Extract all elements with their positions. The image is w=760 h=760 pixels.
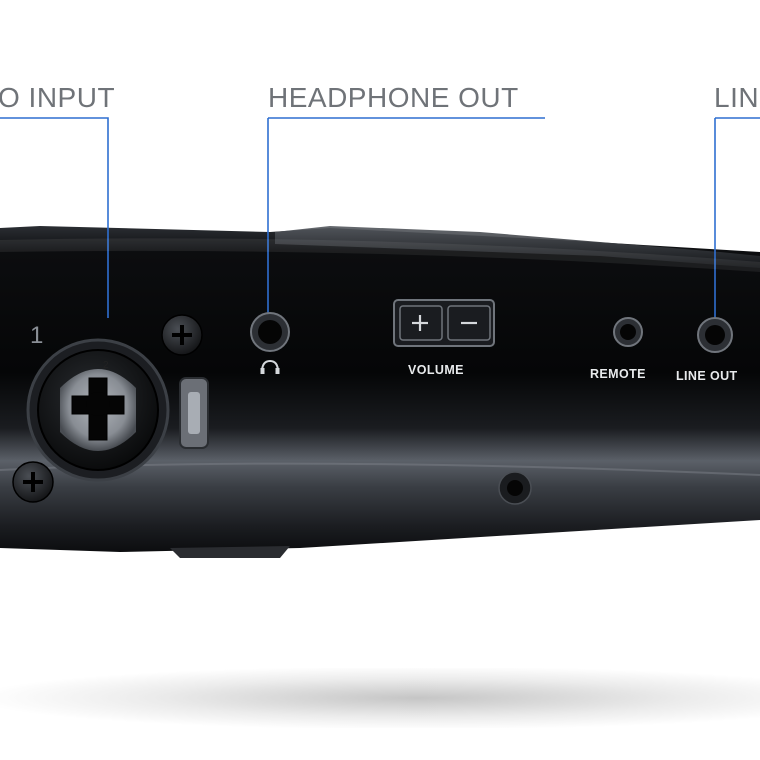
headphone-icon (260, 359, 280, 374)
remote-jack[interactable] (613, 317, 643, 347)
headphone-out-jack[interactable] (250, 312, 290, 352)
line-out-label: LINE OUT (676, 369, 738, 383)
top-ridge (275, 226, 760, 268)
strap-hole (498, 471, 532, 505)
remote-label: REMOTE (590, 367, 646, 381)
line-out-jack[interactable] (697, 317, 733, 353)
device-body (0, 226, 760, 552)
channel-number: 1 (30, 322, 43, 349)
callout-lines (0, 117, 760, 322)
combo-input-jack[interactable]: 2 (26, 338, 170, 482)
pin-number: 2 (103, 360, 109, 371)
screw-icon (12, 461, 54, 503)
volume-rocker[interactable] (393, 299, 495, 347)
callout-headphone-out-label: HEADPHONE OUT (268, 82, 519, 113)
volume-up-icon (412, 315, 428, 331)
callout-line-out-label: LIN (714, 82, 760, 113)
volume-label: VOLUME (408, 363, 464, 377)
foot (170, 546, 290, 558)
screw-icon (161, 314, 203, 356)
floor-shadow (0, 668, 760, 728)
callout-input-label: O INPUT (0, 82, 116, 113)
